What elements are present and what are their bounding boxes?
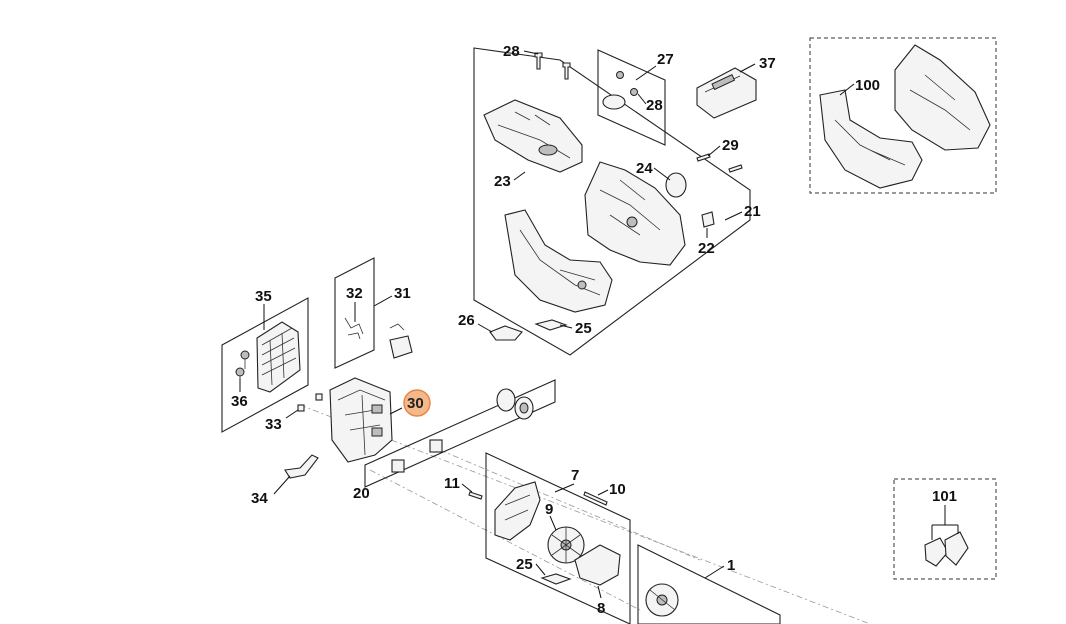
callout-21[interactable]: 21	[744, 203, 761, 220]
part-26-bracket[interactable]	[489, 325, 523, 341]
callout-labels: 28 27 28 37 100 29 24 23 21 22 35 32 31 …	[231, 43, 957, 617]
callout-35[interactable]: 35	[255, 288, 272, 305]
callout-32[interactable]: 32	[346, 285, 363, 302]
callout-28-top[interactable]: 28	[503, 43, 520, 60]
housing-group-21[interactable]	[473, 47, 751, 356]
assembly-axis-lines	[299, 404, 871, 624]
callout-31[interactable]: 31	[394, 285, 411, 302]
filter-group-35[interactable]	[221, 297, 309, 433]
callout-7[interactable]: 7	[571, 467, 579, 484]
callout-100[interactable]: 100	[855, 77, 880, 94]
kit-101-frame[interactable]	[893, 478, 997, 580]
callout-28-plate[interactable]: 28	[646, 97, 663, 114]
crankshaft-group-1[interactable]	[637, 544, 781, 624]
callout-26[interactable]: 26	[458, 312, 475, 329]
screw-11[interactable]	[468, 491, 483, 500]
callout-22[interactable]: 22	[698, 240, 715, 257]
screws-28[interactable]	[534, 52, 571, 80]
part-37-cover[interactable]	[696, 67, 757, 119]
callout-25-bottom[interactable]: 25	[516, 556, 533, 573]
callout-20[interactable]: 20	[353, 485, 370, 502]
nameplate-group-27[interactable]	[597, 49, 666, 146]
callout-30[interactable]: 30	[407, 395, 424, 412]
mount-group-20[interactable]	[364, 379, 556, 488]
screws-29[interactable]	[696, 153, 743, 173]
callout-30-highlight	[403, 389, 431, 417]
callout-23[interactable]: 23	[494, 173, 511, 190]
callout-10[interactable]: 10	[609, 481, 626, 498]
part-lower-shroud[interactable]	[504, 209, 613, 313]
callout-34[interactable]: 34	[251, 490, 268, 507]
part-25-pad[interactable]	[534, 319, 568, 331]
callout-9[interactable]: 9	[545, 501, 553, 518]
callout-101[interactable]: 101	[932, 488, 957, 505]
spring-group-31[interactable]	[334, 257, 413, 369]
part-33-clips[interactable]	[297, 393, 323, 412]
part-22-grommet[interactable]	[701, 211, 715, 228]
callout-11[interactable]: 11	[444, 475, 460, 492]
callout-27[interactable]: 27	[657, 51, 674, 68]
callout-1[interactable]: 1	[727, 557, 735, 574]
callout-25-top[interactable]: 25	[575, 320, 592, 337]
callout-8[interactable]: 8	[597, 600, 605, 617]
part-23-top-cover[interactable]	[483, 99, 583, 173]
fan-group-7[interactable]	[485, 452, 631, 624]
part-21-crankcase[interactable]	[584, 161, 686, 266]
leader-lines	[239, 50, 959, 599]
part-10-pin[interactable]	[583, 491, 608, 506]
kit-100-frame[interactable]	[809, 37, 997, 194]
part-30-housing[interactable]	[329, 377, 393, 463]
callout-37[interactable]: 37	[759, 55, 776, 72]
part-34-clip[interactable]	[284, 454, 319, 479]
part-24-gasket[interactable]	[665, 172, 687, 198]
callout-29[interactable]: 29	[722, 137, 739, 154]
callout-36[interactable]: 36	[231, 393, 248, 410]
callout-24[interactable]: 24	[636, 160, 653, 177]
callout-33[interactable]: 33	[265, 416, 282, 433]
